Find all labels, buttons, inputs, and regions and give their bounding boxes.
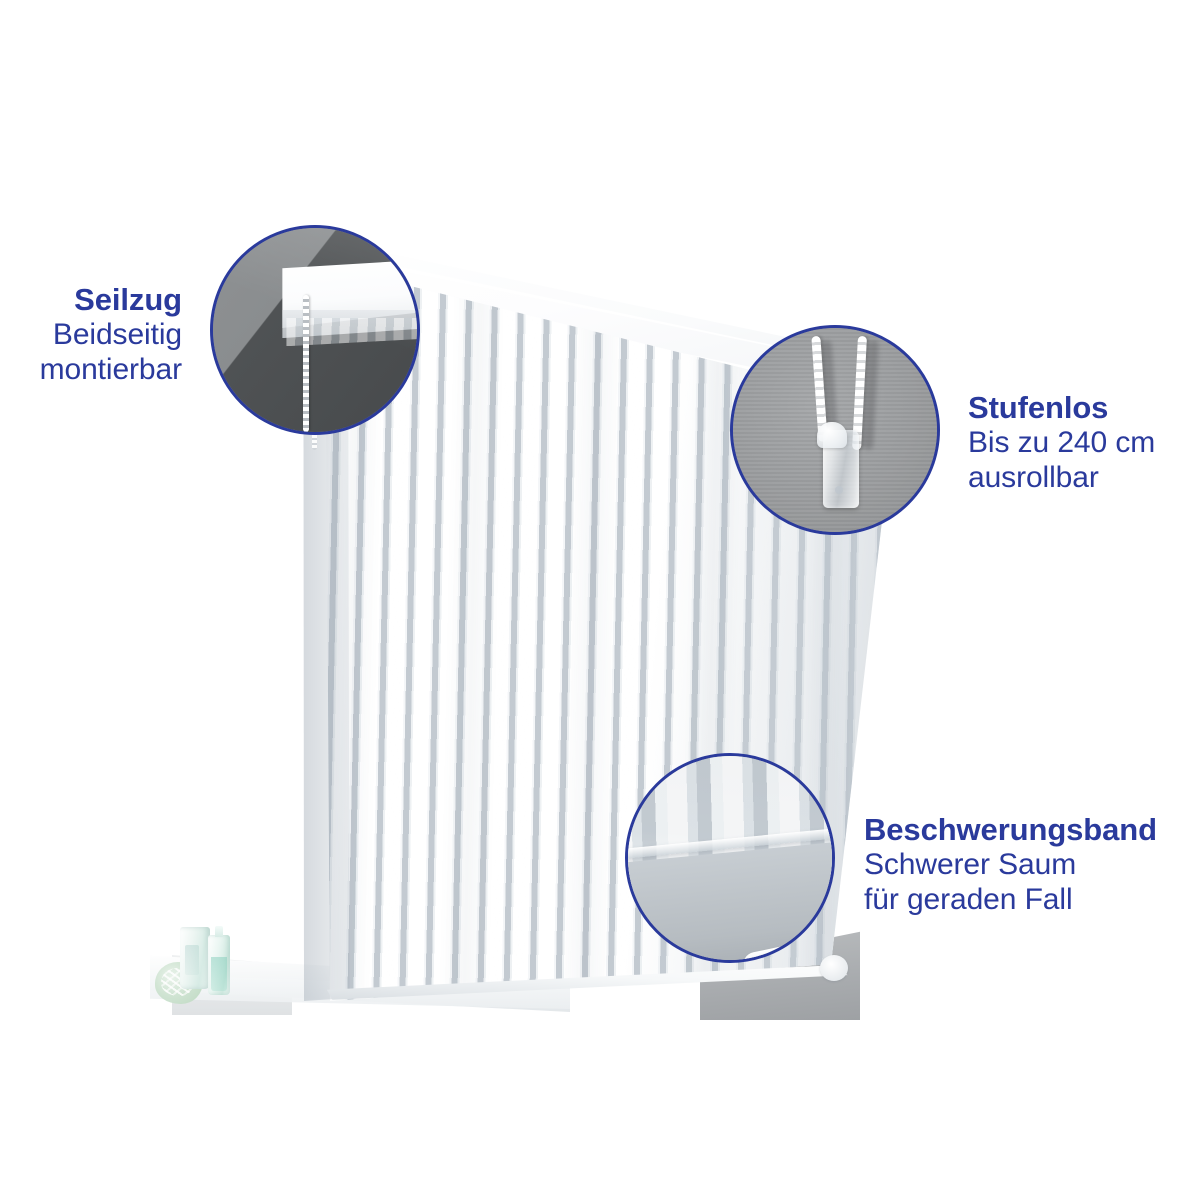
- callout-text-beschwerungsband: Beschwerungsband Schwerer Saum für gerad…: [864, 812, 1200, 918]
- callout-line-seilzug-2: montierbar: [39, 352, 183, 386]
- callout-circle-beschwerungsband: [625, 753, 835, 963]
- callout-line-beschwerungsband-2: für geraden Fall: [864, 882, 1073, 916]
- callout-headline-stufenlos: Stufenlos: [968, 390, 1109, 425]
- lotion-bottle-prop: [208, 926, 230, 995]
- callout-circle-stufenlos: [730, 325, 940, 535]
- callout-headline-seilzug: Seilzug: [74, 282, 182, 317]
- chain-safety-clip-icon: [816, 422, 859, 508]
- bead-chain-icon: [302, 295, 309, 432]
- callout-line-stufenlos-1: Bis zu 240 cm: [968, 425, 1156, 459]
- callout-line-seilzug-1: Beidseitig: [52, 317, 182, 351]
- callout-text-seilzug: Seilzug Beidseitig montierbar: [0, 282, 183, 388]
- callout-circle-seilzug: [210, 225, 420, 435]
- lotion-tube-prop: [180, 927, 210, 989]
- callout-line-stufenlos-2: ausrollbar: [968, 460, 1099, 494]
- callout-headline-beschwerungsband: Beschwerungsband: [864, 812, 1157, 847]
- callout-text-stufenlos: Stufenlos Bis zu 240 cm ausrollbar: [968, 390, 1200, 496]
- callout-line-beschwerungsband-1: Schwerer Saum: [864, 847, 1077, 881]
